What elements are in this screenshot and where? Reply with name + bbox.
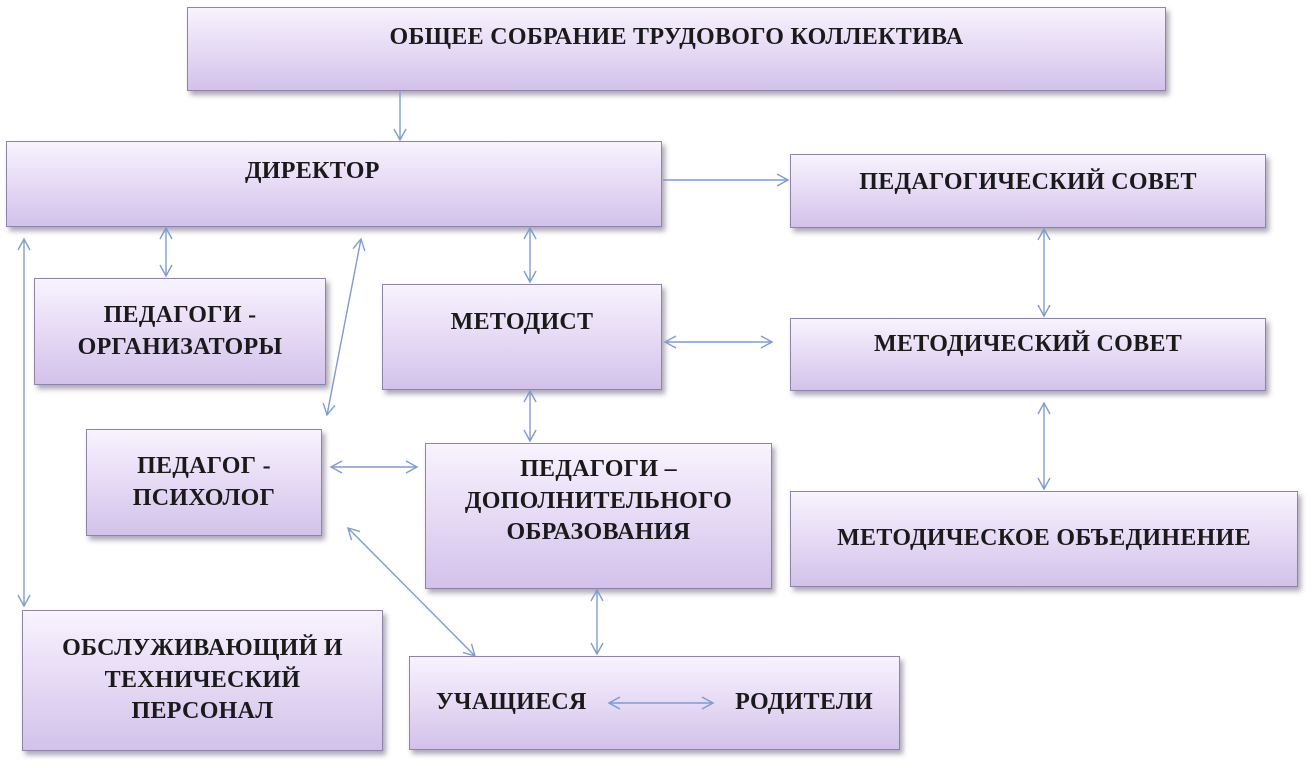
node-general-meeting: ОБЩЕЕ СОБРАНИЕ ТРУДОВОГО КОЛЛЕКТИВА xyxy=(187,7,1166,91)
node-organizers-label: ПЕДАГОГИ - ОРГАНИЗАТОРЫ xyxy=(77,301,283,360)
node-additional-education-label: ПЕДАГОГИ – ДОПОЛНИТЕЛЬНОГО ОБРАЗОВАНИЯ xyxy=(464,456,733,546)
node-service-staff: ОБСЛУЖИВАЮЩИЙ И ТЕХНИЧЕСКИЙ ПЕРСОНАЛ xyxy=(22,610,383,751)
node-methodical-council-label: МЕТОДИЧЕСКИЙ СОВЕТ xyxy=(873,331,1183,357)
node-methodist: МЕТОДИСТ xyxy=(382,284,662,390)
node-psychologist: ПЕДАГОГ - ПСИХОЛОГ xyxy=(86,429,322,536)
node-pedagogical-council-label: ПЕДАГОГИЧЕСКИЙ СОВЕТ xyxy=(859,169,1197,195)
node-methodical-association: МЕТОДИЧЕСКОЕ ОБЪЕДИНЕНИЕ xyxy=(790,491,1298,587)
node-service-staff-label: ОБСЛУЖИВАЮЩИЙ И ТЕХНИЧЕСКИЙ ПЕРСОНАЛ xyxy=(62,634,343,725)
students-parents-row: УЧАЩИЕСЯ РОДИТЕЛИ xyxy=(410,687,899,719)
node-methodical-council: МЕТОДИЧЕСКИЙ СОВЕТ xyxy=(790,318,1266,391)
node-director-label: ДИРЕКТОР xyxy=(245,158,380,184)
students-parents-double-arrow-icon xyxy=(607,696,715,710)
node-students-parents: УЧАЩИЕСЯ РОДИТЕЛИ xyxy=(409,656,900,750)
node-parents-label: РОДИТЕЛИ xyxy=(735,689,873,716)
node-director: ДИРЕКТОР xyxy=(6,141,662,227)
node-methodical-association-label: МЕТОДИЧЕСКОЕ ОБЪЕДИНЕНИЕ xyxy=(837,525,1251,552)
node-additional-education: ПЕДАГОГИ – ДОПОЛНИТЕЛЬНОГО ОБРАЗОВАНИЯ xyxy=(425,443,772,589)
arrow-director-psychologist xyxy=(322,237,366,417)
node-pedagogical-council: ПЕДАГОГИЧЕСКИЙ СОВЕТ xyxy=(790,154,1266,228)
node-students-label: УЧАЩИЕСЯ xyxy=(436,689,587,716)
node-methodist-label: МЕТОДИСТ xyxy=(450,309,594,335)
node-general-meeting-label: ОБЩЕЕ СОБРАНИЕ ТРУДОВОГО КОЛЛЕКТИВА xyxy=(389,24,964,50)
node-psychologist-label: ПЕДАГОГ - ПСИХОЛОГ xyxy=(132,452,276,511)
node-organizers: ПЕДАГОГИ - ОРГАНИЗАТОРЫ xyxy=(34,278,326,385)
